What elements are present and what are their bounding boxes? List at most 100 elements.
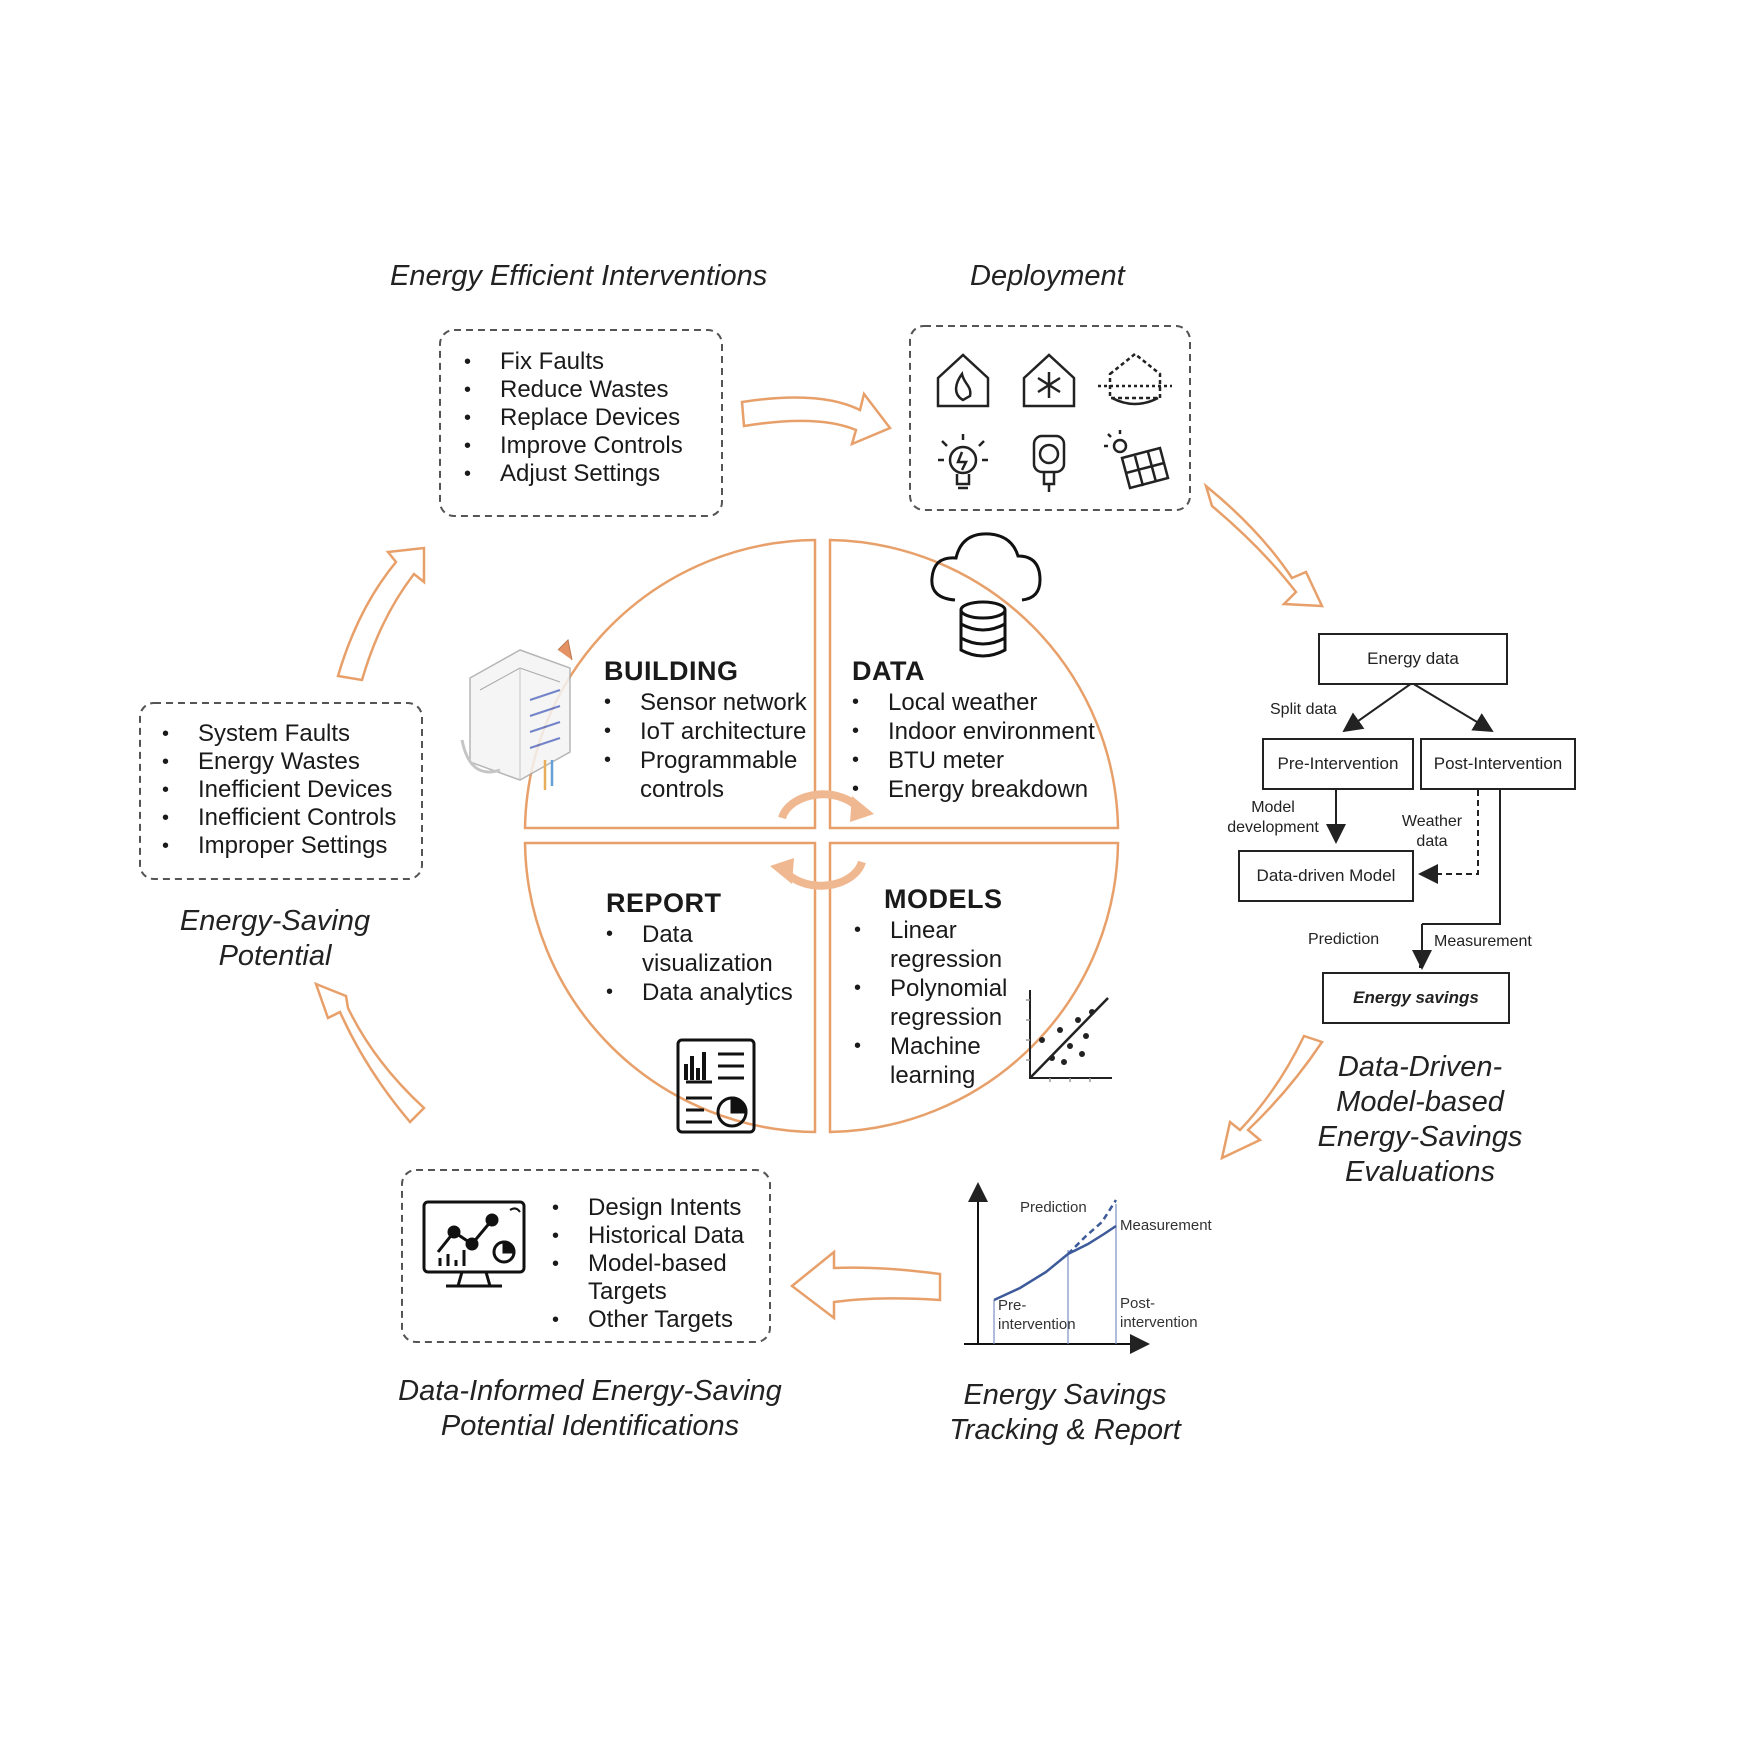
list-item: IoT architecture (604, 717, 807, 746)
series-prediction (1067, 1199, 1118, 1255)
tracking-title-line2: Tracking & Report (949, 1414, 1181, 1446)
interventions-list: Fix Faults Reduce Wastes Replace Devices… (446, 348, 683, 488)
deployment-box (909, 325, 1191, 511)
energy-data-box: Energy data (1318, 633, 1508, 685)
list-item: Reduce Wastes (446, 376, 683, 404)
chart-measurement-label: Measurement (1120, 1217, 1212, 1234)
chart-prediction-label: Prediction (1020, 1199, 1087, 1216)
identification-title: Data-Informed Energy-Saving Potential Id… (380, 1374, 800, 1444)
arrow-to-potential (313, 981, 426, 1124)
list-item: Inefficient Devices (144, 776, 396, 804)
house-fire-icon (936, 353, 990, 408)
quadrant-report (523, 841, 817, 1134)
flowchart-title-line1: Data-Driven- (1337, 1051, 1503, 1083)
building-3d-icon (460, 638, 573, 790)
identification-list: Design Intents Historical Data Model-bas… (552, 1194, 744, 1334)
series-pre-intervention (993, 1253, 1069, 1302)
list-item: Historical Data (552, 1222, 744, 1250)
building-list: Sensor network IoT architecture Programm… (604, 688, 807, 804)
list-item: Model-based Targets (552, 1250, 744, 1306)
flow-arrows (313, 391, 1325, 1321)
list-item: Improper Settings (144, 832, 396, 860)
building-heading: BUILDING (604, 656, 739, 686)
list-item: Data analytics (606, 978, 793, 1007)
arrow-to-deployment (740, 391, 892, 447)
potential-title-line2: Potential (218, 940, 332, 972)
arrow-to-identification (789, 1249, 942, 1321)
potential-title-line1: Energy-Saving (179, 905, 371, 937)
models-heading: MODELS (884, 884, 1003, 914)
list-item: Energy Wastes (144, 748, 396, 776)
scatter-plot-icon (1026, 990, 1112, 1082)
cycle-arrows-icon (778, 790, 866, 890)
prediction-label: Prediction (1308, 931, 1380, 948)
house-insulation-icon (1098, 352, 1172, 406)
list-item: Replace Devices (446, 404, 683, 432)
deployment-icons (936, 352, 1172, 492)
arrow-to-interventions (336, 546, 426, 682)
list-item: Other Targets (552, 1306, 744, 1334)
quadrant-data (828, 538, 1120, 830)
list-item: Adjust Settings (446, 460, 683, 488)
list-item: Data visualization (606, 920, 793, 978)
chart-post-label: Post- intervention (1120, 1295, 1198, 1331)
lightbulb-icon (938, 434, 988, 490)
arrow-to-flowchart (1203, 482, 1325, 608)
list-item: Inefficient Controls (144, 804, 396, 832)
potential-title: Energy-Saving Potential (150, 904, 400, 974)
identification-title-line2: Potential Identifications (440, 1410, 740, 1442)
list-item: Design Intents (552, 1194, 744, 1222)
flowchart-connectors (1326, 682, 1501, 970)
model-development-line1: Model (1251, 799, 1295, 816)
chart-pre-label: Pre- intervention (998, 1297, 1076, 1333)
list-item: System Faults (144, 720, 396, 748)
measurement-label: Measurement (1434, 933, 1532, 950)
list-item: Local weather (852, 688, 1095, 717)
pre-intervention-box: Pre-Intervention (1262, 738, 1414, 790)
data-driven-model-box: Data-driven Model (1238, 850, 1414, 902)
savings-tracking-chart (964, 1182, 1150, 1354)
interventions-box (439, 329, 723, 517)
deployment-title: Deployment (970, 260, 1125, 292)
list-item: Machine learning (854, 1032, 1007, 1090)
weather-data-label: Weather data (1396, 812, 1468, 852)
tracking-title: Energy Savings Tracking & Report (920, 1378, 1210, 1448)
interventions-title: Energy Efficient Interventions (390, 260, 768, 292)
report-list: Data visualization Data analytics (606, 920, 793, 1007)
model-development-label: Model development (1218, 798, 1328, 838)
potential-list: System Faults Energy Wastes Inefficient … (144, 720, 396, 860)
quadrant-models (828, 841, 1120, 1134)
cloud-database-icon (930, 532, 1042, 658)
models-list: Linear regression Polynomial regression … (854, 916, 1007, 1090)
list-item: Fix Faults (446, 348, 683, 376)
tracking-title-line1: Energy Savings (963, 1379, 1167, 1411)
report-document-icon (676, 1038, 756, 1134)
model-development-line2: development (1227, 819, 1319, 836)
flowchart-title: Data-Driven- Model-based Energy-Savings … (1300, 1050, 1540, 1190)
list-item: Sensor network (604, 688, 807, 717)
flowchart-title-line4: Evaluations (1345, 1156, 1495, 1188)
list-item: Programmable controls (604, 746, 807, 804)
smart-plug-icon (1032, 434, 1066, 492)
energy-savings-box: Energy savings (1322, 972, 1510, 1024)
flowchart-title-line2: Model-based (1336, 1086, 1504, 1118)
list-item: Polynomial regression (854, 974, 1007, 1032)
split-data-label: Split data (1270, 701, 1337, 718)
report-heading: REPORT (606, 888, 722, 918)
identification-box (401, 1169, 771, 1343)
data-list: Local weather Indoor environment BTU met… (852, 688, 1095, 804)
flowchart-title-line3: Energy-Savings (1317, 1121, 1523, 1153)
identification-title-line1: Data-Informed Energy-Saving (398, 1375, 782, 1407)
weather-data-line1: Weather (1401, 813, 1463, 830)
series-measurement (1067, 1224, 1117, 1256)
potential-box (139, 702, 423, 880)
list-item: Energy breakdown (852, 775, 1095, 804)
solar-panel-icon (1104, 430, 1170, 490)
house-snowflake-icon (1022, 353, 1076, 408)
list-item: Linear regression (854, 916, 1007, 974)
arrow-to-tracking (1220, 1034, 1324, 1161)
post-intervention-box: Post-Intervention (1420, 738, 1576, 790)
list-item: Indoor environment (852, 717, 1095, 746)
list-item: Improve Controls (446, 432, 683, 460)
